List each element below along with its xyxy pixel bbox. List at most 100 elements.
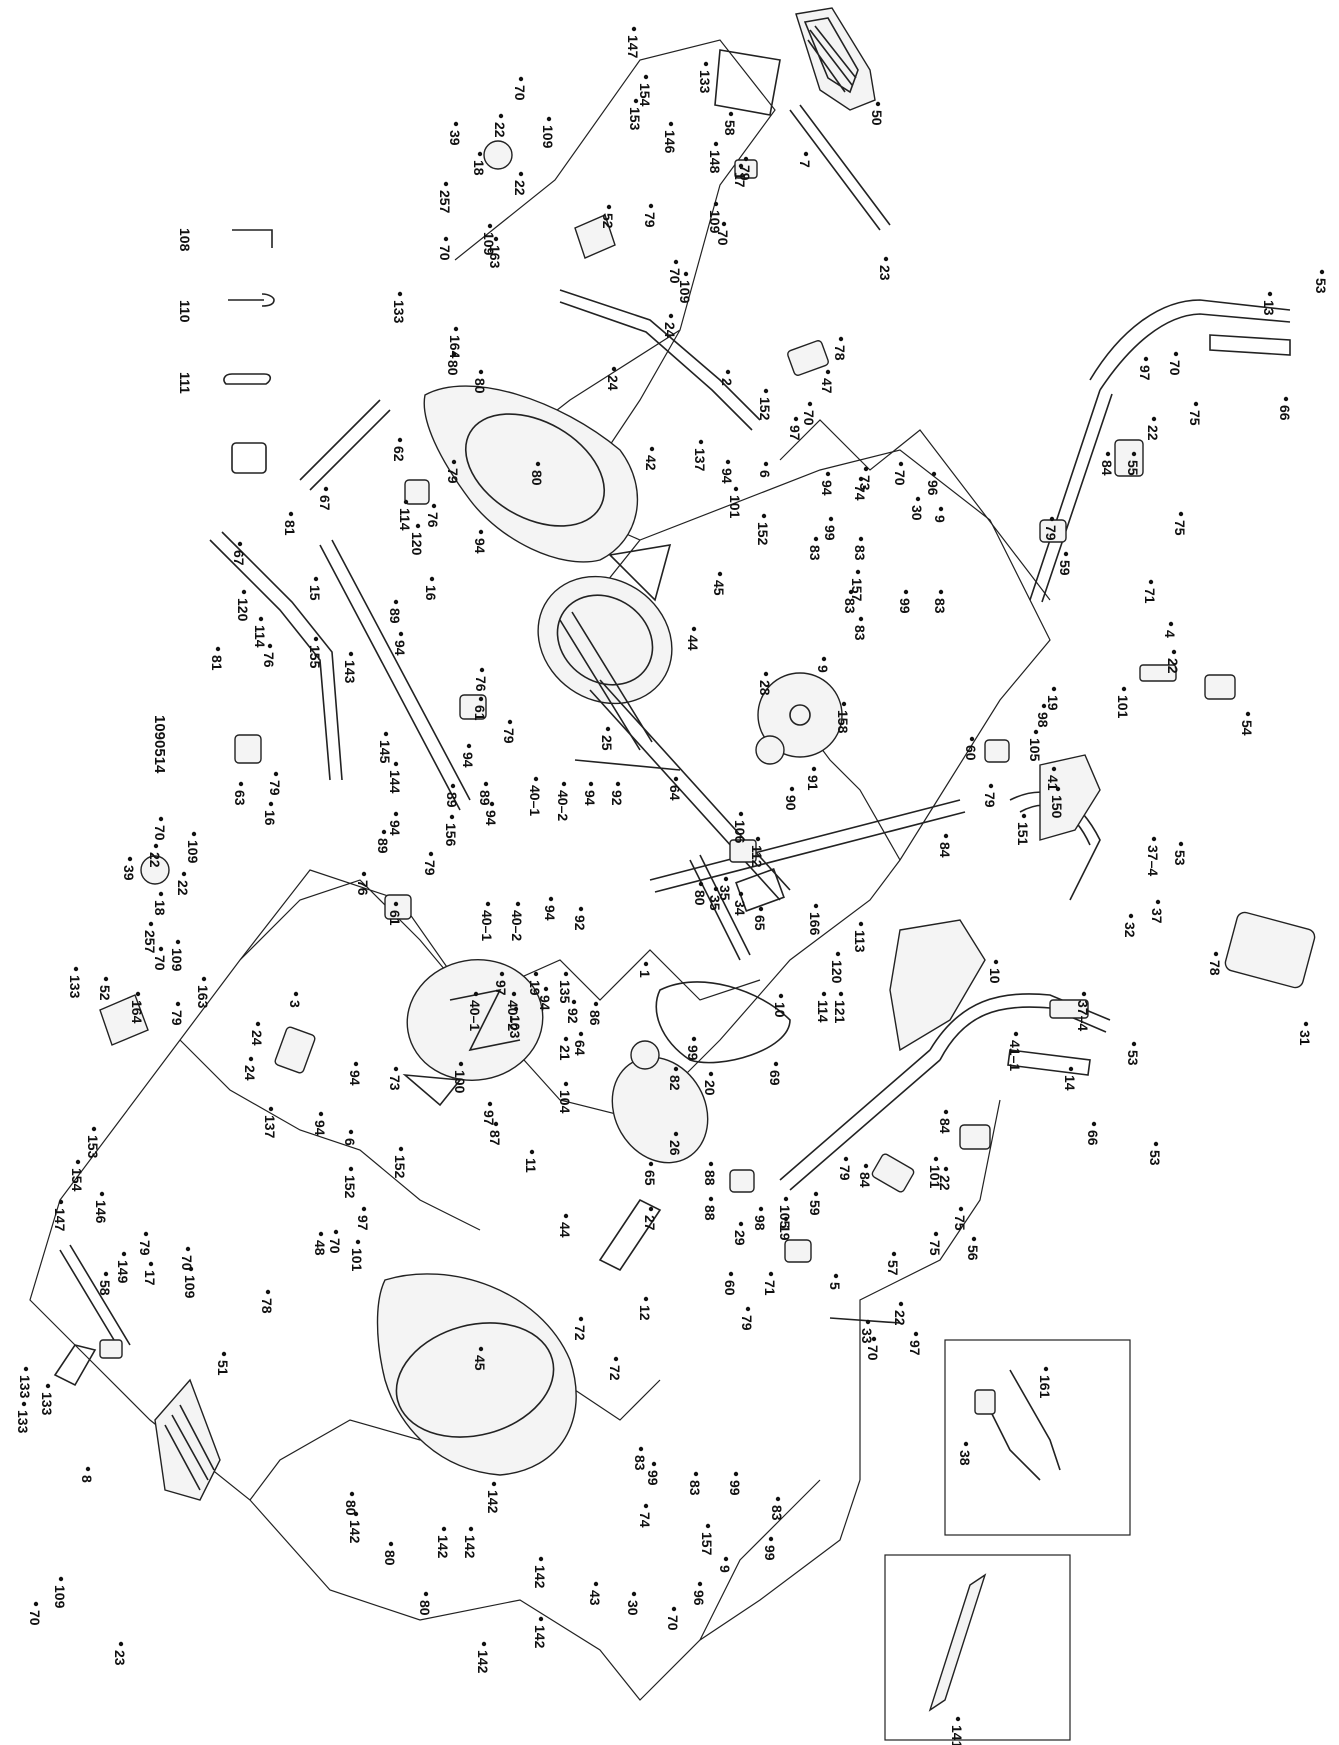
- part-number-label: 94: [582, 790, 598, 806]
- part-number-label: 78: [259, 1298, 275, 1314]
- part-number-label: 70: [865, 1345, 881, 1361]
- part-number-label: 70: [152, 825, 168, 841]
- leader-dot: [1128, 913, 1134, 919]
- leader-dot: [838, 336, 844, 342]
- foot-pedal-upper-grip: [803, 17, 859, 94]
- part-number-label: 44: [557, 1222, 573, 1238]
- leader-dot: [958, 1206, 964, 1212]
- part-number-label: 70: [437, 245, 453, 261]
- handlebar-13: [1029, 299, 1291, 603]
- part-number-label: 71: [762, 1280, 778, 1296]
- pedal-arm-upper: [789, 104, 891, 231]
- leader-dot: [728, 1271, 734, 1277]
- cap-39-lower: [140, 855, 170, 885]
- leader-dot: [423, 1591, 429, 1597]
- part-number-label: 70: [327, 1238, 343, 1254]
- part-number-label: 99: [897, 598, 913, 614]
- flywheel-cover-lower: [406, 959, 544, 1081]
- part-number-label: 84: [1099, 460, 1115, 476]
- part-number-label: 52: [97, 985, 113, 1001]
- leader-dot: [698, 439, 704, 445]
- part-number-label: 79: [137, 1240, 153, 1256]
- part-number-label: 161: [1037, 1375, 1053, 1399]
- part-number-label: 75: [952, 1215, 968, 1231]
- part-number-label: 60: [722, 1280, 738, 1296]
- leader-dot: [563, 1081, 569, 1087]
- part-number-label: 99: [822, 525, 838, 541]
- part-number-label: 17: [732, 172, 748, 188]
- leader-dot: [825, 369, 831, 375]
- part-48: [274, 1026, 316, 1074]
- part-number-label: 80: [417, 1600, 433, 1616]
- leader-dot: [355, 1239, 361, 1245]
- part-number-label: 19: [527, 980, 543, 996]
- part-number-label: 37–4: [1145, 845, 1161, 876]
- leader-dot: [1043, 1366, 1049, 1372]
- foot-pedal-lower: [154, 1378, 221, 1501]
- leader-dot: [631, 26, 637, 32]
- part-number-label: 75: [1187, 410, 1203, 426]
- part-number-label: 94: [347, 1070, 363, 1086]
- part-number-label: 80: [382, 1550, 398, 1566]
- part-60-upper: [984, 739, 1010, 763]
- tool-open-wrench: [228, 293, 275, 307]
- part-number-label: 53: [1125, 1050, 1141, 1066]
- part-number-label: 9: [932, 515, 948, 523]
- part-60-lower: [729, 1169, 755, 1193]
- drawing-code: 1090514: [151, 715, 168, 774]
- part-number-label: 157: [699, 1532, 715, 1556]
- leader-dot: [697, 1581, 703, 1587]
- leader-dot: [388, 1541, 394, 1547]
- part-number-label: 58: [97, 1280, 113, 1296]
- part-number-label: 143: [342, 660, 358, 684]
- part-number-label: 53: [1313, 278, 1329, 294]
- leader-dot: [593, 1581, 599, 1587]
- leader-dot: [273, 771, 279, 777]
- part-57: [871, 1153, 915, 1193]
- leader-dot: [633, 98, 639, 104]
- leader-dot: [458, 1061, 464, 1067]
- leader-dot: [648, 203, 654, 209]
- part-number-label: 13: [1261, 300, 1277, 316]
- part-number-label: 94: [392, 640, 408, 656]
- leader-dot: [451, 459, 457, 465]
- leader-dot: [673, 1131, 679, 1137]
- leader-dot: [483, 781, 489, 787]
- leader-dot: [383, 731, 389, 737]
- part-number-label: 142: [462, 1535, 478, 1559]
- part-number-label: 164: [447, 335, 463, 359]
- part-number-label: 34: [732, 900, 748, 916]
- tool-socket: [231, 442, 267, 474]
- part-number-label: 70: [512, 85, 528, 101]
- part-number-label: 39: [447, 130, 463, 146]
- part-number-label: 101: [927, 1165, 943, 1189]
- leader-dot: [738, 811, 744, 817]
- leader-dot: [175, 1001, 181, 1007]
- part-number-label: 101: [349, 1248, 365, 1272]
- part-number-label: 45: [711, 580, 727, 596]
- leader-dot: [593, 1001, 599, 1007]
- leader-dot: [511, 991, 517, 997]
- part-number-label: 3: [287, 1000, 303, 1008]
- part-number-label: 94: [472, 538, 488, 554]
- wheel-52-lower: [99, 994, 149, 1046]
- leader-dot: [478, 529, 484, 535]
- leader-dot: [1151, 836, 1157, 842]
- part-number-label: 79: [1043, 525, 1059, 541]
- part-number-label: 61: [472, 705, 488, 721]
- leader-dot: [778, 993, 784, 999]
- part-number-label: 57: [885, 1260, 901, 1276]
- handle-arm-upper: [559, 289, 761, 431]
- leader-dot: [683, 271, 689, 277]
- shroud-41-1: [889, 919, 986, 1052]
- part-number-label: 17: [142, 1270, 158, 1286]
- part-56: [959, 1124, 991, 1150]
- part-number-label: 146: [93, 1200, 109, 1224]
- part-number-label: 40–1: [467, 1000, 483, 1031]
- leader-dot: [158, 891, 164, 897]
- part-number-label: 133: [15, 1410, 31, 1434]
- part-number-label: 79: [422, 860, 438, 876]
- part-number-label: 153: [85, 1135, 101, 1159]
- leader-dot: [563, 1213, 569, 1219]
- leader-dot: [606, 204, 612, 210]
